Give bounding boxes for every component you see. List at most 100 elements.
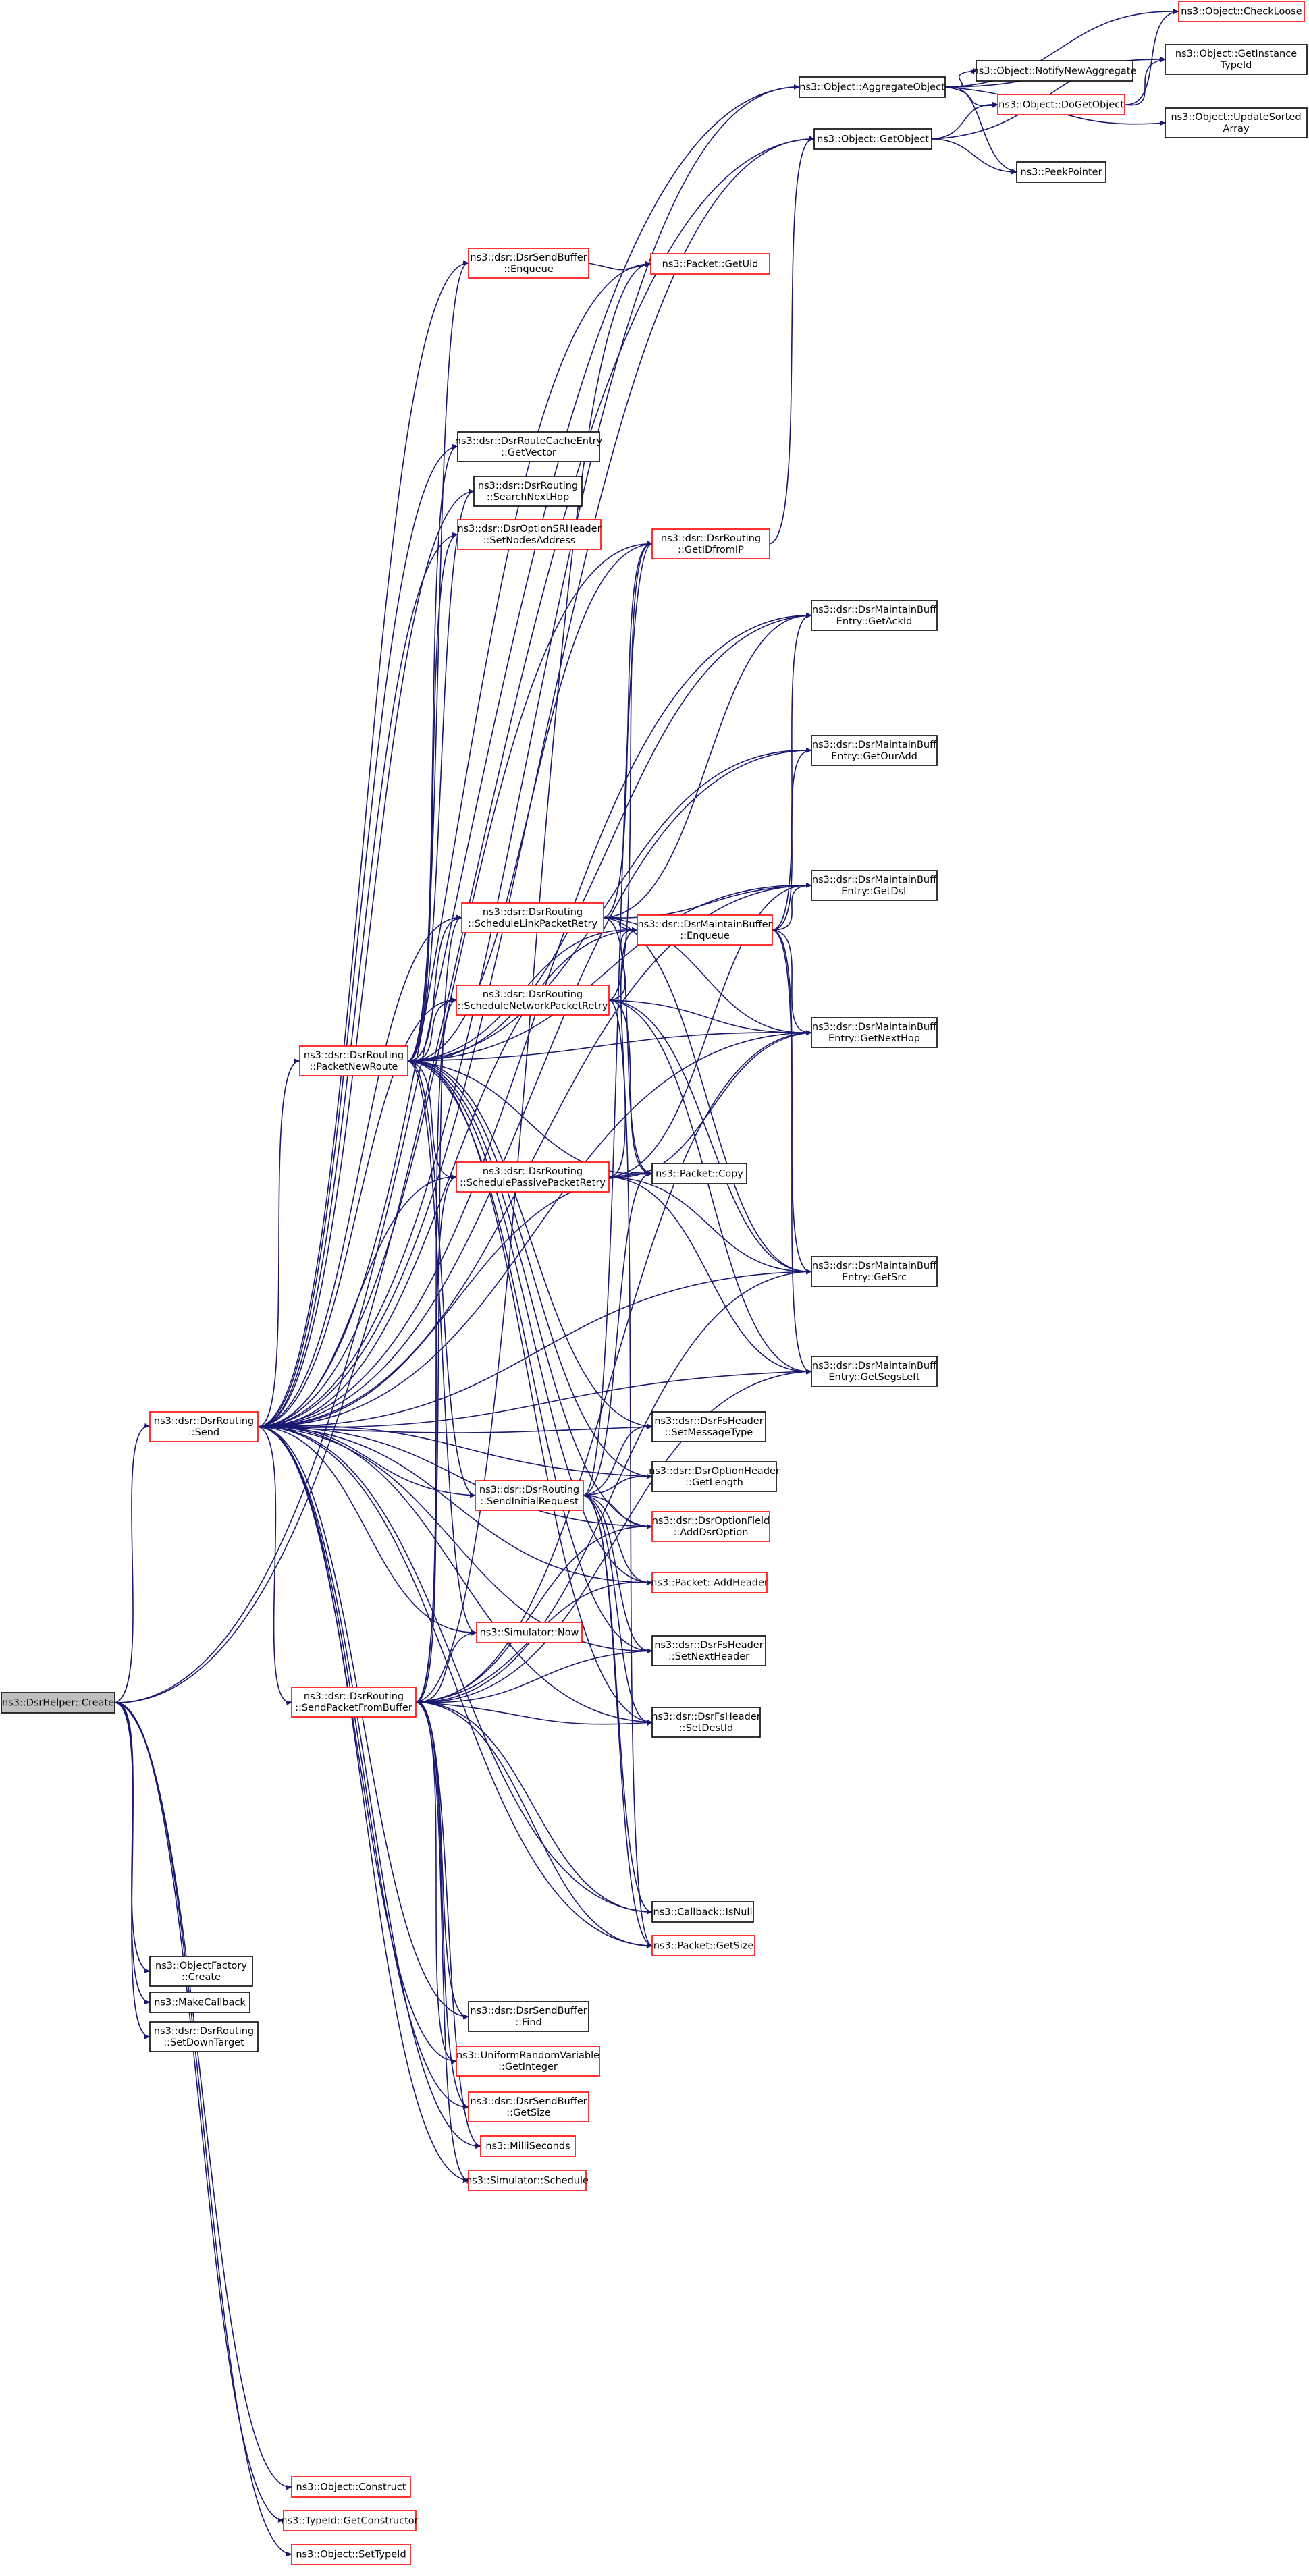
- call-edge-dogetobj-to-checkloose: [1124, 9, 1179, 105]
- node-sched-pas[interactable]: ns3::dsr::DsrRouting::SchedulePassivePac…: [456, 1161, 610, 1193]
- node-label: ::GetIDfromIP: [678, 545, 744, 555]
- node-setnodes[interactable]: ns3::dsr::DsrOptionSRHeader::SetNodesAdd…: [457, 519, 602, 550]
- node-sched-link[interactable]: ns3::dsr::DsrRouting::ScheduleLinkPacket…: [461, 902, 604, 933]
- call-edge-mb_enq-to-mb_getsegs: [772, 929, 812, 1375]
- node-box: [468, 2091, 589, 2122]
- node-label: ns3::Packet::GetUid: [662, 259, 759, 270]
- node-box: [480, 2135, 576, 2157]
- node-urv-getint[interactable]: ns3::UniformRandomVariable::GetInteger: [456, 2046, 600, 2077]
- call-edge-send-to-sb_find: [257, 1426, 469, 2019]
- node-opt-getlen[interactable]: ns3::dsr::DsrOptionHeader::GetLength: [649, 1461, 780, 1492]
- node-label: ::SetNextHeader: [668, 1651, 749, 1662]
- node-pktnewroute[interactable]: ns3::dsr::DsrRouting::PacketNewRoute: [299, 1045, 408, 1076]
- node-sb-find[interactable]: ns3::dsr::DsrSendBuffer::Find: [468, 2001, 589, 2032]
- node-label: ns3::dsr::DsrRouting: [661, 533, 761, 544]
- node-label: ns3::dsr::DsrRouting: [478, 481, 578, 491]
- node-obj-construct[interactable]: ns3::Object::Construct: [291, 2476, 411, 2498]
- node-mb-getour[interactable]: ns3::dsr::DsrMaintainBuffEntry::GetOurAd…: [811, 735, 938, 766]
- call-edge-pktnewroute-to-mb_getdst: [407, 883, 812, 1062]
- node-makecb[interactable]: ns3::MakeCallback: [149, 1992, 250, 2013]
- call-edge-send-to-addheader: [257, 1426, 653, 1585]
- call-edge-sendinit-to-cb_isnull: [583, 1495, 653, 1915]
- node-sim-now[interactable]: ns3::Simulator::Now: [476, 1622, 583, 1643]
- node-label: ::SetMessageType: [665, 1427, 753, 1438]
- node-rce-getvec[interactable]: ns3::dsr::DsrRouteCacheEntry::GetVector: [455, 431, 603, 462]
- node-getidfromip[interactable]: ns3::dsr::DsrRouting::GetIDfromIP: [651, 528, 770, 559]
- node-sb-getsize[interactable]: ns3::dsr::DsrSendBuffer::GetSize: [468, 2091, 589, 2122]
- call-edge-sendfrombuf-to-getuid: [415, 261, 651, 1703]
- node-getuid[interactable]: ns3::Packet::GetUid: [650, 253, 770, 275]
- node-label: ::ScheduleLinkPacketRetry: [468, 919, 598, 929]
- node-tid-getcons[interactable]: ns3::TypeId::GetConstructor: [281, 2510, 419, 2531]
- call-edge-sched_link-to-mb_getack: [603, 613, 812, 919]
- call-edge-root-to-agg: [114, 84, 800, 1703]
- node-label: ns3::Object::GetInstance: [1175, 49, 1297, 59]
- node-checkloose[interactable]: ns3::Object::CheckLoose: [1178, 1, 1305, 22]
- call-edge-sched_pas-to-mb_getnext: [608, 1031, 812, 1178]
- call-edge-agg-to-checkloose: [944, 9, 1179, 88]
- node-send[interactable]: ns3::dsr::DsrRouting::Send: [149, 1411, 259, 1442]
- node-fs-setnext[interactable]: ns3::dsr::DsrFsHeader::SetNextHeader: [651, 1635, 766, 1666]
- node-searchnext[interactable]: ns3::dsr::DsrRouting::SearchNextHop: [473, 476, 583, 507]
- call-edge-send-to-pktnewroute: [257, 1058, 300, 1427]
- node-label: ns3::TypeId::GetConstructor: [281, 2516, 418, 2527]
- node-sim-sched[interactable]: ns3::Simulator::Schedule: [466, 2170, 589, 2191]
- node-addopt[interactable]: ns3::dsr::DsrOptionField::AddDsrOption: [651, 1511, 770, 1542]
- node-peek[interactable]: ns3::PeekPointer: [1016, 161, 1106, 183]
- call-edge-sendfrombuf-to-sched_pas: [415, 1174, 457, 1703]
- node-fs-setdest[interactable]: ns3::dsr::DsrFsHeader::SetDestId: [651, 1707, 761, 1738]
- node-label: ::SendInitialRequest: [480, 1496, 579, 1507]
- call-edge-sendfrombuf-to-pkt_getsize: [415, 1701, 653, 1948]
- node-dogetobj[interactable]: ns3::Object::DoGetObject: [997, 94, 1125, 115]
- call-edge-sendfrombuf-to-fs_setdest: [415, 1701, 653, 1726]
- node-box: [149, 1411, 259, 1442]
- node-setdown[interactable]: ns3::dsr::DsrRouting::SetDownTarget: [149, 2021, 259, 2052]
- node-label: ns3::Simulator::Schedule: [466, 2176, 589, 2187]
- node-mb-getnext[interactable]: ns3::dsr::DsrMaintainBuffEntry::GetNextH…: [811, 1017, 938, 1048]
- node-obj-settid[interactable]: ns3::Object::SetTypeId: [291, 2544, 411, 2565]
- call-edge-send-to-cb_isnull: [257, 1426, 653, 1915]
- call-edge-send-to-rce_getvec: [257, 444, 458, 1427]
- node-label: ns3::dsr::DsrRouting: [304, 1050, 404, 1061]
- call-edge-pktnewroute-to-sendinit: [407, 1060, 476, 1498]
- node-label: Entry::GetAckId: [836, 616, 913, 627]
- call-edge-pktnewroute-to-addopt: [407, 1060, 653, 1529]
- node-pkt-copy[interactable]: ns3::Packet::Copy: [651, 1163, 747, 1184]
- node-fs-setmsg[interactable]: ns3::dsr::DsrFsHeader::SetMessageType: [651, 1411, 766, 1442]
- node-sendfrombuf[interactable]: ns3::dsr::DsrRouting::SendPacketFromBuff…: [291, 1687, 417, 1718]
- call-edge-sendfrombuf-to-fs_setnext: [415, 1648, 653, 1703]
- node-label: ns3::Callback::IsNull: [653, 1907, 753, 1918]
- node-label: ::SchedulePassivePacketRetry: [460, 1178, 606, 1188]
- node-pkt-getsize[interactable]: ns3::Packet::GetSize: [651, 1935, 755, 1956]
- node-label: ::SearchNextHop: [487, 492, 569, 503]
- node-label: ns3::dsr::DsrFsHeader: [654, 1416, 763, 1427]
- node-ms[interactable]: ns3::MilliSeconds: [480, 2135, 576, 2157]
- node-mb-getsegs[interactable]: ns3::dsr::DsrMaintainBuffEntry::GetSegsL…: [811, 1356, 938, 1387]
- node-mb-enq[interactable]: ns3::dsr::DsrMaintainBuffer::Enqueue: [637, 914, 773, 946]
- node-label: Array: [1223, 124, 1249, 134]
- node-label: TypeId: [1220, 60, 1252, 71]
- call-edge-sched_pas-to-mb_enq: [608, 927, 638, 1178]
- node-box: [811, 870, 938, 901]
- node-getobj[interactable]: ns3::Object::GetObject: [813, 128, 932, 150]
- node-addheader[interactable]: ns3::Packet::AddHeader: [651, 1572, 768, 1593]
- node-of-create[interactable]: ns3::ObjectFactory::Create: [149, 1956, 253, 1987]
- node-agg[interactable]: ns3::Object::AggregateObject: [799, 76, 946, 98]
- node-label: ns3::dsr::DsrRouting: [154, 2026, 254, 2037]
- node-label: ns3::Object::GetObject: [817, 134, 929, 145]
- call-edge-sendfrombuf-to-ms: [415, 1701, 481, 2148]
- node-sb-enq[interactable]: ns3::dsr::DsrSendBuffer::Enqueue: [468, 248, 589, 279]
- call-edge-send-to-fs_setnext: [257, 1426, 653, 1653]
- call-edge-sendinit-to-addheader: [583, 1495, 653, 1586]
- node-notify[interactable]: ns3::Object::NotifyNewAggregate: [973, 60, 1137, 82]
- call-edge-send-to-mb_getsrc: [257, 1269, 812, 1427]
- node-sched-net[interactable]: ns3::dsr::DsrRouting::ScheduleNetworkPac…: [456, 985, 610, 1016]
- node-label: Entry::GetOurAdd: [831, 751, 917, 762]
- node-cb-isnull[interactable]: ns3::Callback::IsNull: [651, 1901, 754, 1923]
- node-sendinit[interactable]: ns3::dsr::DsrRouting::SendInitialRequest: [475, 1480, 584, 1511]
